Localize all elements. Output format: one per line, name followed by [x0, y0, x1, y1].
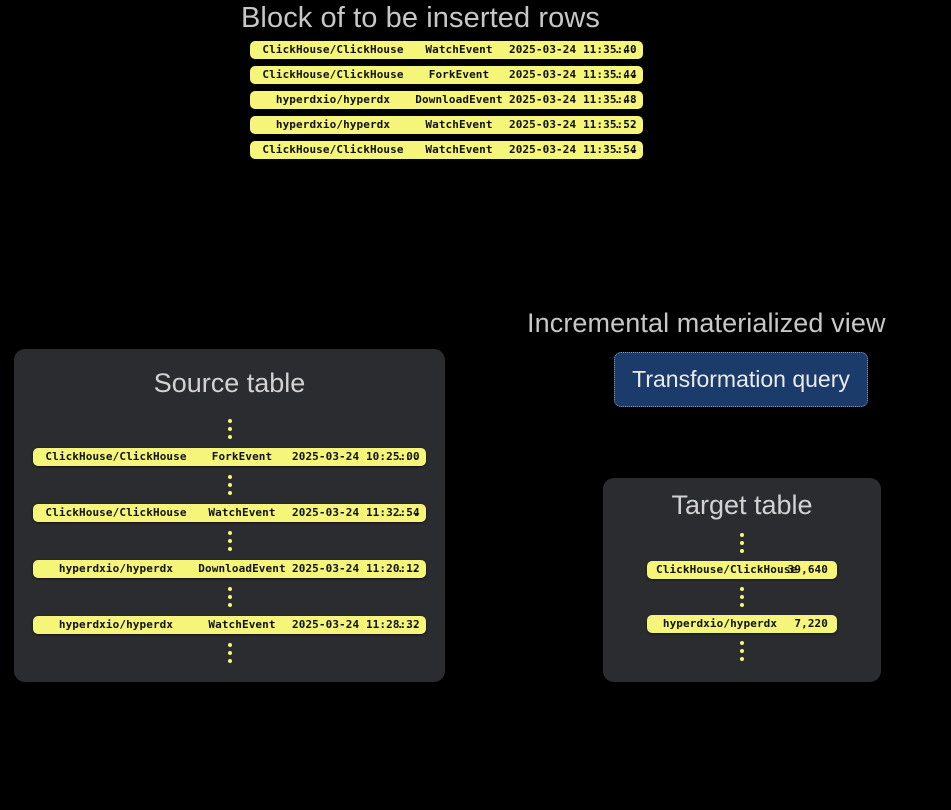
block-timestamp-cell: 2025-03-24 11:35:54 — [509, 143, 637, 156]
source-timestamp-cell: 2025-03-24 11:32:54 — [292, 506, 420, 519]
table-row[interactable]: hyperdxio/hyperdx DownloadEvent 2025-03-24… — [33, 560, 426, 578]
block-event-cell: DownloadEvent — [415, 93, 503, 106]
source-table-panel: Source table ClickHouse/ClickHouse ForkEv… — [14, 349, 445, 682]
transformation-query-box[interactable]: Transformation query — [614, 352, 868, 407]
block-timestamp-cell: 2025-03-24 11:35:44 — [509, 68, 637, 81]
vertical-ellipsis-icon — [740, 582, 744, 612]
source-ellipsis-cell: ... — [397, 618, 421, 631]
source-event-cell: WatchEvent — [208, 618, 276, 631]
block-event-cell: WatchEvent — [425, 143, 493, 156]
block-timestamp-cell: 2025-03-24 11:35:40 — [509, 43, 637, 56]
source-table-title: Source table — [153, 368, 306, 398]
table-row[interactable]: ClickHouse/ClickHouse WatchEvent 2025-03-2… — [250, 141, 643, 159]
table-row[interactable]: ClickHouse/ClickHouse WatchEvent 2025-03-2… — [250, 41, 643, 59]
target-count-cell: 7,220 — [794, 617, 828, 630]
block-event-cell: WatchEvent — [425, 118, 493, 131]
table-row[interactable]: hyperdxio/hyperdx WatchEvent 2025-03-24 11… — [33, 616, 426, 634]
table-row[interactable]: ClickHouse/ClickHouse ForkEvent 2025-03-24… — [33, 448, 426, 466]
source-repo-cell: ClickHouse/ClickHouse — [45, 450, 187, 463]
block-ellipsis-cell: ... — [614, 143, 638, 156]
source-event-cell: DownloadEvent — [198, 562, 286, 575]
block-ellipsis-cell: ... — [614, 43, 638, 56]
vertical-ellipsis-icon — [740, 636, 744, 666]
source-event-cell: ForkEvent — [211, 450, 273, 463]
vertical-ellipsis-icon — [227, 413, 232, 445]
source-ellipsis-cell: ... — [397, 562, 421, 575]
block-event-cell: ForkEvent — [428, 68, 490, 81]
block-event-cell: WatchEvent — [425, 43, 493, 56]
vertical-ellipsis-icon — [227, 581, 232, 613]
source-ellipsis-cell: ... — [397, 450, 421, 463]
block-ellipsis-cell: ... — [614, 68, 638, 81]
table-row[interactable]: ClickHouse/ClickHouse ForkEvent 2025-03-24… — [250, 66, 643, 84]
block-repo-cell: hyperdxio/hyperdx — [275, 118, 391, 131]
target-table-title: Target table — [671, 490, 813, 520]
source-repo-cell: hyperdxio/hyperdx — [58, 618, 174, 631]
source-repo-cell: hyperdxio/hyperdx — [58, 562, 174, 575]
table-row[interactable]: hyperdxio/hyperdx 7,220 — [647, 615, 837, 633]
source-ellipsis-cell: ... — [397, 506, 421, 519]
block-ellipsis-cell: ... — [614, 118, 638, 131]
vertical-ellipsis-icon — [227, 637, 232, 669]
vertical-ellipsis-icon — [227, 525, 232, 557]
source-timestamp-cell: 2025-03-24 11:20:12 — [292, 562, 420, 575]
table-row[interactable]: ClickHouse/ClickHouse WatchEvent 2025-03-2… — [33, 504, 426, 522]
table-row[interactable]: hyperdxio/hyperdx DownloadEvent 2025-03-24… — [250, 91, 643, 109]
source-table-rows: ClickHouse/ClickHouse ForkEvent 2025-03-24… — [14, 413, 445, 669]
source-timestamp-cell: 2025-03-24 10:25:00 — [292, 450, 420, 463]
block-timestamp-cell: 2025-03-24 11:35:48 — [509, 93, 637, 106]
block-repo-cell: hyperdxio/hyperdx — [275, 93, 391, 106]
block-repo-cell: ClickHouse/ClickHouse — [262, 68, 404, 81]
incremental-materialized-view-title: Incremental materialized view — [527, 308, 886, 338]
block-repo-cell: ClickHouse/ClickHouse — [262, 43, 404, 56]
target-repo-cell: hyperdxio/hyperdx — [662, 617, 778, 630]
table-row[interactable]: hyperdxio/hyperdx WatchEvent 2025-03-24 11… — [250, 116, 643, 134]
target-count-cell: 39,640 — [787, 563, 828, 576]
vertical-ellipsis-icon — [740, 528, 744, 558]
block-ellipsis-cell: ... — [614, 93, 638, 106]
source-event-cell: WatchEvent — [208, 506, 276, 519]
vertical-ellipsis-icon — [227, 469, 232, 501]
source-repo-cell: ClickHouse/ClickHouse — [45, 506, 187, 519]
target-repo-cell: ClickHouse/ClickHouse — [656, 563, 798, 576]
block-of-rows-title: Block of to be inserted rows — [240, 2, 601, 34]
block-timestamp-cell: 2025-03-24 11:35:52 — [509, 118, 637, 131]
source-timestamp-cell: 2025-03-24 11:28:32 — [292, 618, 420, 631]
block-repo-cell: ClickHouse/ClickHouse — [262, 143, 404, 156]
